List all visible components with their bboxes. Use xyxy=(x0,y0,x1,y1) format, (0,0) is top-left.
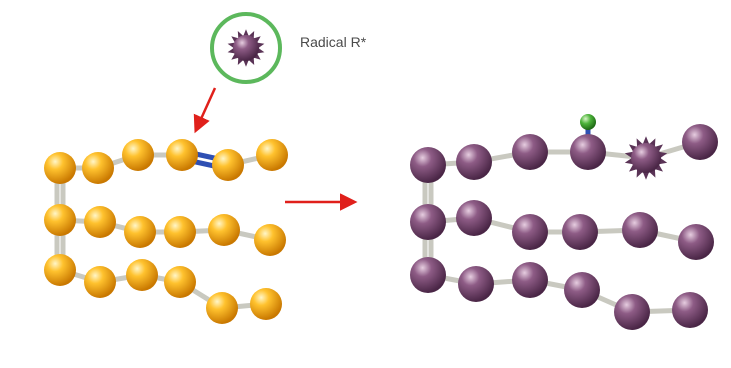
polymer-chain-2-atom xyxy=(678,224,714,260)
monomer-chain-1-atom xyxy=(44,152,76,184)
monomer-chain-1-atom xyxy=(122,139,154,171)
monomer-chain-3-atom xyxy=(250,288,282,320)
polymer-chain-3-atom xyxy=(512,262,548,298)
bound-radical-star xyxy=(624,136,668,180)
monomer-chain-1-atom xyxy=(256,139,288,171)
terminal-atom xyxy=(580,114,596,130)
polymer-chain-1-atom xyxy=(570,134,606,170)
polymer-chain-2-atom xyxy=(562,214,598,250)
polymer-chain-1-atom xyxy=(682,124,718,160)
radical-label: Radical R* xyxy=(300,34,367,50)
polymer-chain-2-atom xyxy=(622,212,658,248)
monomer-chain-2-atom xyxy=(164,216,196,248)
monomer-chain-1-atom xyxy=(82,152,114,184)
monomer-chain-2-atom xyxy=(124,216,156,248)
polymer-chain-1-atom xyxy=(456,144,492,180)
polymer-chain-3-atom xyxy=(564,272,600,308)
monomer-chain-1-atom xyxy=(212,149,244,181)
bound-radical-star-core xyxy=(631,143,661,173)
monomer-chain-2-atom xyxy=(208,214,240,246)
polymer-chain-3-atom xyxy=(458,266,494,302)
polymer-chain-3-atom xyxy=(672,292,708,328)
polymer-chain-2-atom xyxy=(410,204,446,240)
polymer-chain-1-atom xyxy=(410,147,446,183)
monomer-chain-3-atom xyxy=(44,254,76,286)
polymer-chain-3-atom xyxy=(410,257,446,293)
polymer-chain-1-atom xyxy=(512,134,548,170)
radical-icon xyxy=(227,29,265,67)
monomer-chain-3-atom xyxy=(164,266,196,298)
monomer-chain-2-atom xyxy=(254,224,286,256)
atoms-layer xyxy=(44,114,718,330)
monomer-chain-2-atom xyxy=(44,204,76,236)
monomer-chain-3-atom xyxy=(126,259,158,291)
polymer-chain-2-atom xyxy=(456,200,492,236)
radical-group xyxy=(210,12,282,84)
radical-star xyxy=(227,29,265,67)
monomer-chain-2-atom xyxy=(84,206,116,238)
polymer-chain-3-atom xyxy=(614,294,650,330)
attack-arrow xyxy=(193,87,217,134)
polymer-chain-2-atom xyxy=(512,214,548,250)
monomer-chain-3-atom xyxy=(84,266,116,298)
radical-star-core xyxy=(233,35,259,61)
monomer-chain-1-atom xyxy=(166,139,198,171)
monomer-chain-3-atom xyxy=(206,292,238,324)
